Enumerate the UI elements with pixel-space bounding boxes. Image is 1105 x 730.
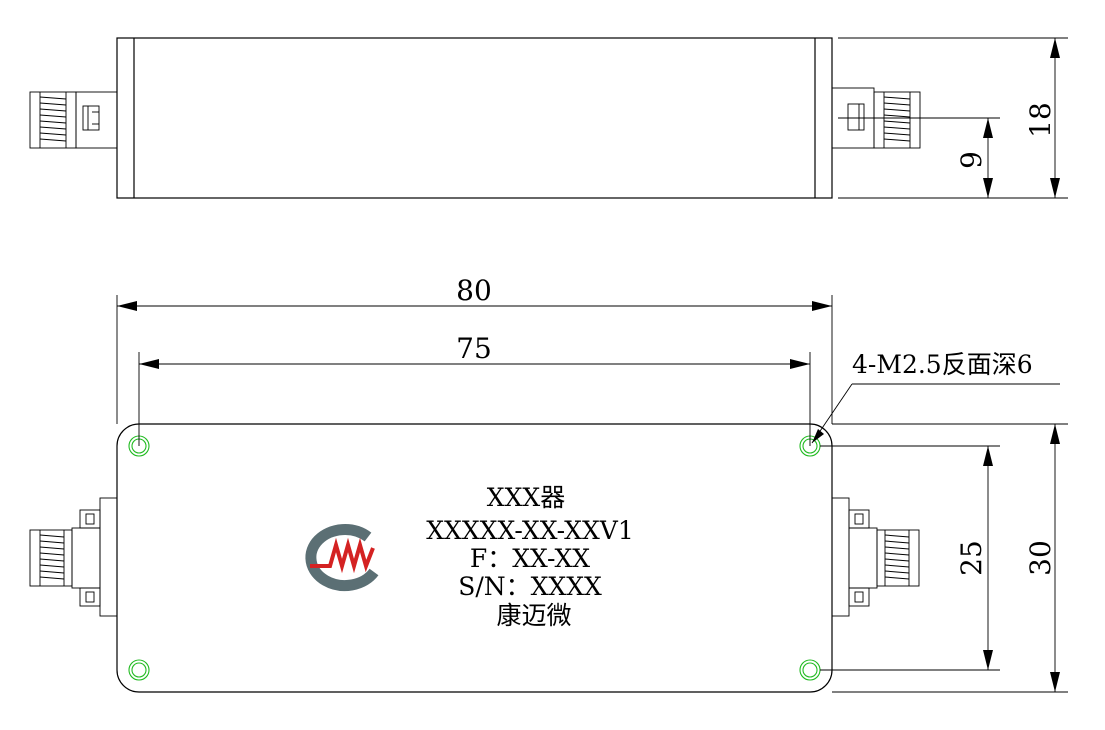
dim-label-25: 25: [955, 540, 988, 576]
dim-label-80: 80: [456, 274, 492, 307]
mounting-hole-bottom-left: [128, 659, 150, 681]
product-label: XXX器 XXXXX-XX-XXV1 F：XX-XX S/N：XXXX 康迈微: [426, 483, 633, 630]
dim-label-9: 9: [955, 151, 988, 169]
dim-spacing-25: 25: [955, 446, 993, 670]
dim-height-18: 18: [1024, 38, 1060, 198]
side-view: 18 9: [29, 37, 1068, 199]
side-view-body: [116, 37, 833, 199]
dim-length-80: 80: [116, 274, 833, 424]
dim-spacing-75: 75: [138, 332, 811, 446]
hole-note-leader: [811, 383, 1060, 444]
dim-label-18: 18: [1024, 102, 1057, 138]
side-right-connector: [831, 87, 921, 149]
label-line-product: XXX器: [487, 483, 565, 512]
label-line-serial: S/N：XXXX: [458, 572, 602, 601]
plan-right-connector: [831, 497, 920, 617]
label-line-brand: 康迈微: [496, 601, 571, 630]
company-logo: [305, 524, 379, 592]
label-line-model: XXXXX-XX-XXV1: [426, 516, 633, 545]
dim-label-75: 75: [456, 332, 492, 365]
plan-view: 80 75 4-M2.5反面深6 25: [29, 274, 1068, 693]
side-left-connector: [29, 91, 118, 149]
label-line-frequency: F：XX-XX: [470, 544, 590, 573]
hole-note: 4-M2.5反面深6: [852, 350, 1033, 379]
dim-label-30: 30: [1024, 540, 1057, 576]
plan-left-connector: [29, 497, 118, 617]
dim-half-9: 9: [955, 118, 993, 198]
mounting-hole-bottom-right: [799, 659, 821, 681]
dim-width-30: 30: [1024, 424, 1060, 692]
